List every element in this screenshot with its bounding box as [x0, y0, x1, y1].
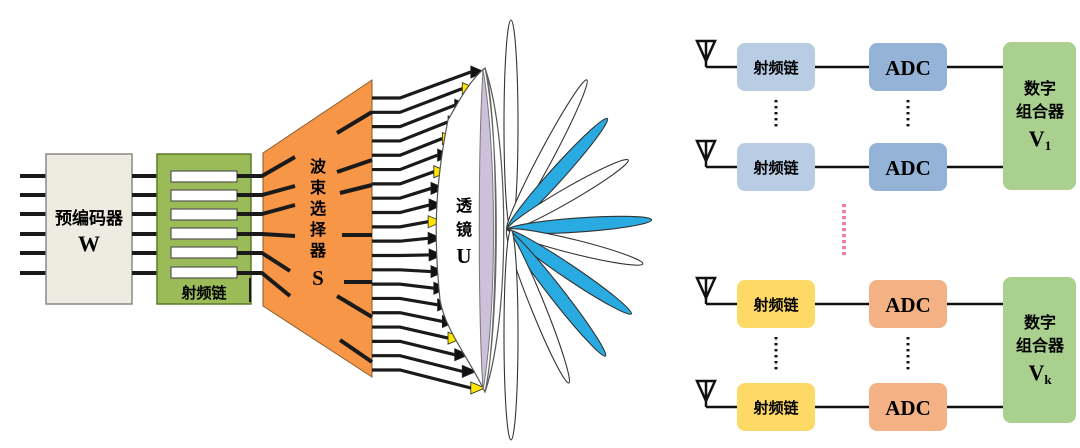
digital-combiner-box: [1003, 42, 1076, 190]
rf-slot: [170, 170, 238, 183]
adc-label: ADC: [885, 293, 931, 317]
lens-architecture: 预编码器 W 射频链: [20, 19, 653, 441]
input-lines: [20, 174, 48, 275]
feed-element-icon: [427, 231, 444, 245]
precoder-block: 预编码器 W: [45, 153, 133, 305]
rf-slot: [170, 189, 238, 202]
ellipsis-dots: [774, 337, 778, 370]
adc-box: [869, 280, 947, 328]
antenna-icon: [695, 379, 717, 407]
precoder-label: 预编码器: [55, 208, 124, 229]
adc-box: [869, 383, 947, 431]
feed-line: [372, 368, 486, 395]
ellipsis-dots: [906, 337, 910, 370]
lens-block: 透 镜 U: [435, 67, 505, 394]
adc-box: [869, 143, 947, 191]
chain-row: 射频链 ADC: [695, 39, 1004, 91]
lens-char: 透: [456, 196, 473, 215]
radiated-beams: [503, 19, 653, 441]
lens-shape: [484, 67, 497, 393]
adc-label: ADC: [885, 396, 931, 420]
chain-row: 射频链 ADC: [695, 379, 1004, 431]
rf-chain-block: 射频链: [156, 153, 252, 305]
feed-line: [372, 231, 444, 245]
beam-selector-char: 择: [310, 220, 327, 239]
beam-selector-block: 波 束 选 择 器 S: [260, 79, 374, 378]
rf-chain-label: 射频链: [752, 296, 799, 314]
rf-chain-box: [737, 280, 815, 328]
beam-selector-char: 器: [309, 241, 327, 260]
beam-lobe: [505, 229, 571, 384]
combiner-label: 组合器: [1016, 336, 1065, 355]
beam-lobe: [503, 19, 519, 231]
antenna-icon: [695, 139, 717, 167]
combiner-symbol: V1: [1029, 126, 1051, 153]
adc-label: ADC: [885, 56, 931, 80]
feed-line: [372, 215, 444, 229]
feed-element-icon: [427, 215, 444, 229]
selector-internal-lines: [260, 110, 374, 364]
combiner-label: 数字: [1024, 313, 1056, 332]
antenna-icon: [695, 276, 717, 304]
beam-lobe: [503, 229, 519, 441]
rf-chain-box: [737, 383, 815, 431]
rf-slot: [170, 246, 238, 259]
combiner-label: 数字: [1024, 79, 1056, 98]
precoder-box: [45, 153, 133, 305]
rf-slot: [170, 208, 238, 221]
combiner-label: 组合器: [1016, 102, 1065, 121]
rf-chain-label: 射频链: [752, 159, 799, 177]
feed-line: [372, 248, 445, 262]
feed-element-icon: [428, 198, 445, 212]
beam-selector-char: 波: [310, 157, 327, 176]
beam-selector-symbol: S: [312, 266, 324, 290]
feed-line: [372, 281, 449, 295]
chain-row: 射频链 ADC: [695, 276, 1004, 328]
ellipsis-dots: [906, 100, 910, 127]
precoder-symbol: W: [78, 231, 100, 256]
combiner-symbol: Vk: [1028, 360, 1052, 387]
precoder-to-rf-lines: [132, 174, 158, 275]
rf-chain-label: 射频链: [752, 59, 799, 77]
chain-row: 射频链 ADC: [695, 139, 1004, 191]
feed-line: [372, 198, 445, 215]
adc-label: ADC: [885, 156, 931, 180]
feed-element-icon: [454, 348, 470, 362]
lens-char: 镜: [456, 220, 472, 239]
rf-chain-label: 射频链: [752, 399, 799, 417]
ellipsis-dots: [774, 100, 778, 127]
feed-element-icon: [461, 364, 478, 378]
beam-selector-label: 波 束 选 择 器 S: [309, 157, 327, 290]
lens-symbol: U: [456, 244, 471, 268]
rf-chain-slots: [170, 170, 238, 279]
rf-slot: [170, 266, 238, 279]
feed-line: [372, 339, 470, 362]
feed-line: [372, 354, 478, 378]
beam-selector-char: 束: [310, 178, 327, 197]
feed-element-icon: [470, 381, 486, 395]
rf-slot: [170, 227, 238, 240]
rf-to-selector-lines: [237, 174, 266, 275]
feed-line: [372, 264, 446, 279]
adc-box: [869, 43, 947, 91]
rf-chain-box: [737, 143, 815, 191]
antenna-icon: [695, 39, 717, 67]
beam-selector-char: 选: [310, 199, 326, 218]
group-separator-dots: [842, 204, 846, 256]
rf-chain-label: 射频链: [180, 284, 227, 302]
digital-combiner-box: [1003, 277, 1076, 423]
rf-chain-box: [737, 43, 815, 91]
